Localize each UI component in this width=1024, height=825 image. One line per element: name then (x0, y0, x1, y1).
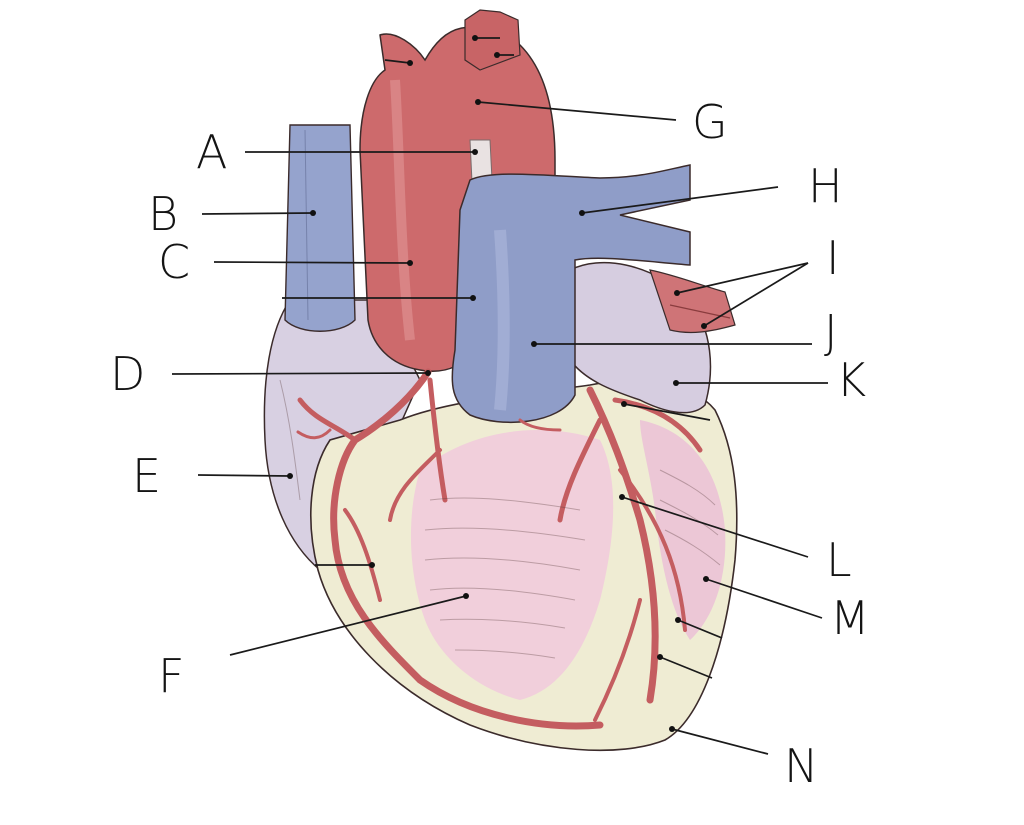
label-e: E (132, 449, 162, 503)
label-g: G (692, 95, 729, 149)
label-h: H (808, 159, 844, 213)
heart-drawing (263, 9, 738, 752)
left-ventricle-surface (640, 420, 726, 640)
label-i: I (826, 231, 841, 285)
label-k: K (836, 353, 867, 407)
letter-labels: A B C D E F G H I J K L M N (110, 95, 871, 793)
label-j: J (824, 305, 839, 359)
right-atrium-region (263, 299, 421, 572)
label-b: B (148, 187, 179, 241)
label-l: L (826, 533, 853, 587)
muscle-texture (279, 379, 721, 659)
pulmonary-veins (649, 269, 736, 334)
label-f: F (158, 649, 185, 703)
label-a: A (196, 125, 228, 179)
label-m: M (830, 591, 871, 645)
label-c: C (158, 235, 191, 289)
label-n: N (784, 739, 819, 793)
label-d: D (110, 347, 146, 401)
superior-vena-cava (284, 124, 356, 332)
right-ventricle-surface (410, 430, 614, 700)
pulmonary-trunk (451, 164, 691, 424)
leader-lines (171, 35, 828, 755)
